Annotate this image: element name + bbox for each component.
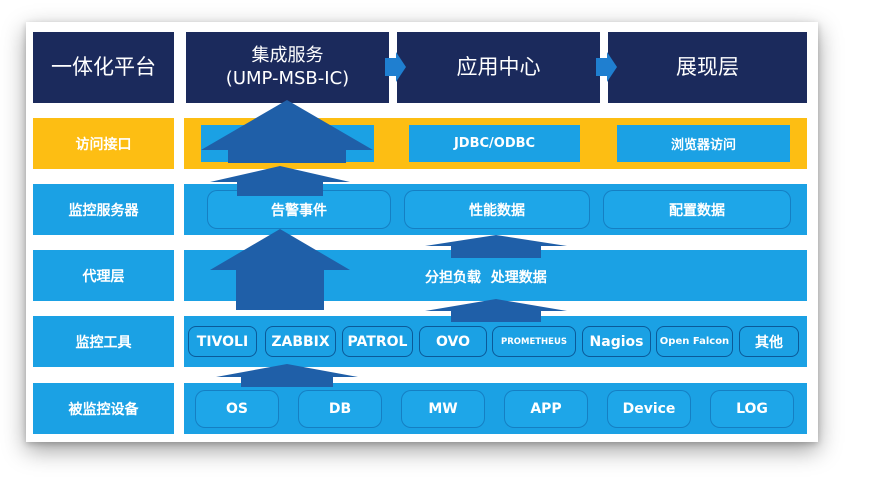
tool-other-text: 其他 (755, 334, 783, 351)
proxy-text-2: 处理数据 (490, 270, 547, 286)
proxy-layer-label: 代理层 (33, 250, 174, 301)
tool-nagios: Nagios (582, 326, 651, 357)
device-log: LOG (710, 390, 794, 428)
alarm-events-text: 告警事件 (271, 202, 327, 219)
tool-nagios-text: Nagios (589, 333, 644, 350)
access-jdbc-text: JDBC/ODBC (453, 136, 536, 151)
proxy-text: 分担负载 处理数据 (425, 267, 547, 287)
integration-service-box: 集成服务 (UMP-MSB-IC) (186, 32, 389, 103)
config-data: 配置数据 (603, 190, 791, 229)
device-os-text: OS (226, 401, 248, 417)
device-os: OS (195, 390, 279, 428)
tool-zabbix-text: ZABBIX (271, 333, 330, 350)
monitor-server-label-text: 监控服务器 (68, 202, 139, 219)
tool-patrol-text: PATROL (347, 333, 408, 350)
device-app-text: APP (530, 401, 562, 417)
device-device: Device (607, 390, 691, 428)
devices-layer-band (184, 383, 807, 434)
app-center-box: 应用中心 (397, 32, 600, 103)
tool-ovo: OVO (419, 326, 487, 357)
presentation-label: 展现层 (676, 55, 739, 80)
devices-label-text: 被监控设备 (68, 401, 139, 418)
tool-open-falcon-text: Open Falcon (659, 336, 730, 347)
performance-data-text: 性能数据 (469, 202, 525, 219)
device-device-text: Device (622, 401, 676, 417)
monitor-server-label: 监控服务器 (33, 184, 174, 235)
tool-zabbix: ZABBIX (265, 326, 336, 357)
access-label-text: 访问接口 (75, 136, 132, 153)
alarm-events: 告警事件 (207, 190, 391, 229)
access-layer-label: 访问接口 (33, 118, 174, 169)
proxy-label-text: 代理层 (82, 268, 125, 285)
tool-open-falcon: Open Falcon (656, 326, 733, 357)
tool-prometheus: PROMETHEUS (492, 326, 576, 357)
access-browser: 浏览器访问 (617, 125, 790, 162)
access-api: API (JSON RPC) (201, 125, 374, 162)
device-db-text: DB (328, 401, 352, 417)
access-api-text: API (JSON RPC) (232, 136, 343, 151)
app-center-label: 应用中心 (456, 55, 541, 80)
platform-label: 一体化平台 (51, 55, 156, 80)
tool-patrol: PATROL (342, 326, 413, 357)
tool-prometheus-text: PROMETHEUS (500, 336, 567, 347)
tools-layer-label: 监控工具 (33, 316, 174, 367)
tools-label-text: 监控工具 (75, 334, 132, 351)
access-jdbc: JDBC/ODBC (409, 125, 580, 162)
tool-tivoli-text: TIVOLI (196, 333, 249, 350)
proxy-text-1: 分担负载 (425, 270, 481, 286)
device-db: DB (298, 390, 382, 428)
tool-other: 其他 (739, 326, 799, 357)
tool-tivoli: TIVOLI (188, 326, 257, 357)
device-mw-text: MW (428, 401, 458, 417)
platform-box: 一体化平台 (33, 32, 174, 103)
devices-layer-label: 被监控设备 (33, 383, 174, 434)
integration-sublabel: (UMP-MSB-IC) (225, 67, 350, 89)
device-mw: MW (401, 390, 485, 428)
device-log-text: LOG (736, 401, 768, 417)
device-app: APP (504, 390, 588, 428)
config-data-text: 配置数据 (669, 202, 725, 219)
presentation-box: 展现层 (608, 32, 807, 103)
performance-data: 性能数据 (404, 190, 590, 229)
access-browser-text: 浏览器访问 (670, 138, 736, 153)
integration-label: 集成服务 (251, 45, 324, 66)
tool-ovo-text: OVO (435, 333, 470, 350)
